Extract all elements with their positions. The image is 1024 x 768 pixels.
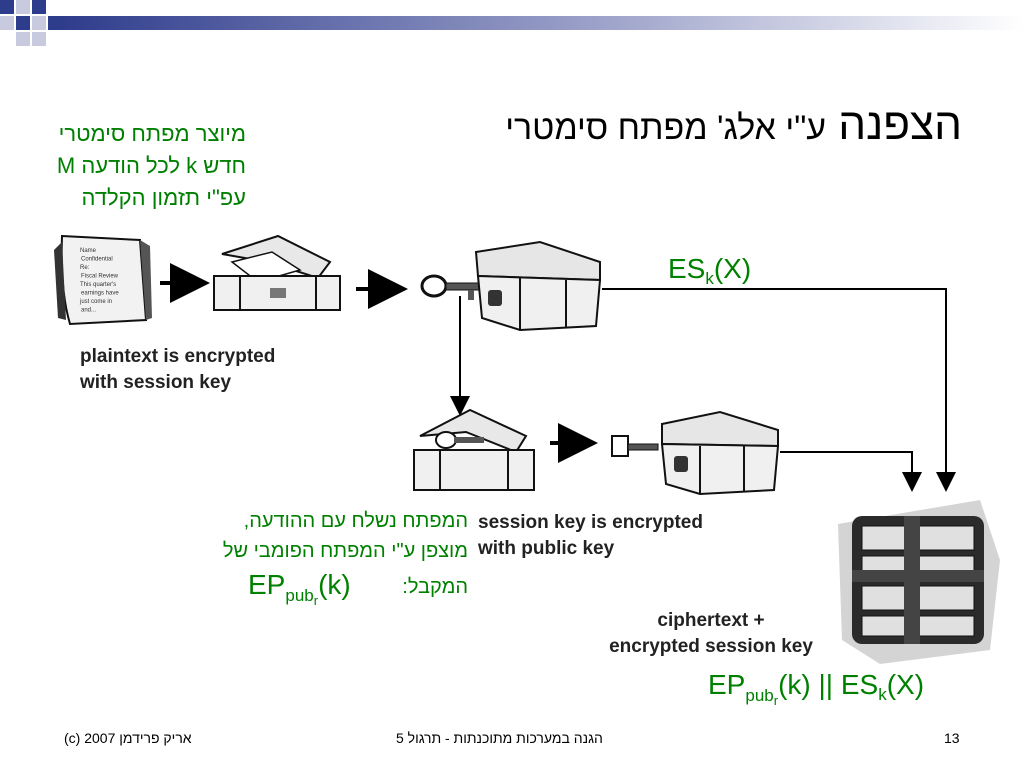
note-generator-line1: מיוצר מפתח סימטרי [58,121,246,146]
label-plaintext-line2: with session key [80,372,232,393]
label-plaintext-encrypted: plaintext is encrypted with session key [80,344,275,396]
document-text-line: This quarter's [80,282,116,288]
label-ciphertext-bundle: ciphertext + encrypted session key [586,608,836,660]
document-text-line: Confidential [81,257,113,263]
ep-label: EPpubr(k) [248,569,351,608]
ciphertext-bundle-icon [838,500,1000,664]
label-session-line1: session key is encrypted [478,512,703,533]
flow-line-encrypted-key [780,451,922,492]
locked-key-chest-icon [660,410,780,496]
note-key-sent-line3: המקבל: [402,576,468,598]
footer-course: הגנה במערכות מתוכנתות - תרגול 5 [396,730,603,746]
combined-ciphertext-label: EPpubr(k) || ESk(X) [708,669,924,708]
document-text-line: earnings have [81,291,119,297]
note-generator-line2: חדש k לכל הודעה M [56,153,246,178]
title-sub: ע"י אלג' מפתח סימטרי [505,109,827,147]
title-main: הצפנה [838,100,962,149]
document-text-line: Name [80,248,97,254]
locked-chest-icon [474,240,602,332]
public-key-icon [611,435,659,457]
label-session-key-encrypted: session key is encrypted with public key [478,510,703,562]
label-plaintext-line1: plaintext is encrypted [80,346,276,367]
note-key-sent-line1: המפתח נשלח עם ההודעה, [243,510,468,532]
footer-page-number: 13 [944,730,960,746]
footer-author: אריק פרידמן 2007 (c) [64,730,192,746]
session-key-icon [420,274,483,300]
document-text-line: Re: [80,265,90,271]
label-cipher-line2: encrypted session key [609,636,813,657]
note-key-sent: המפתח נשלח עם ההודעה, מוצפן ע"י המפתח הפ… [148,506,468,602]
document-text-line: Fiscal Review [81,274,119,280]
open-chest-with-key-icon [413,408,535,491]
note-key-sent-line2: מוצפן ע"י המפתח הפומבי של [222,540,468,562]
document-text-line: just come in [79,299,112,305]
es-label: ESk(X) [668,253,751,288]
label-session-line2: with public key [478,538,615,559]
header-decoration [0,0,1024,46]
label-cipher-line1: ciphertext + [657,610,765,631]
document-text-line: and... [81,308,96,314]
slide-title: הצפנה ע"י אלג' מפתח סימטרי [505,100,962,150]
open-chest-icon [213,234,341,311]
flow-line-ciphertext [602,288,956,492]
note-generator-line3: עפ"י תזמון הקלדה [81,185,246,210]
note-key-generation: מיוצר מפתח סימטרי חדש k לכל הודעה M עפ"י… [6,118,246,214]
